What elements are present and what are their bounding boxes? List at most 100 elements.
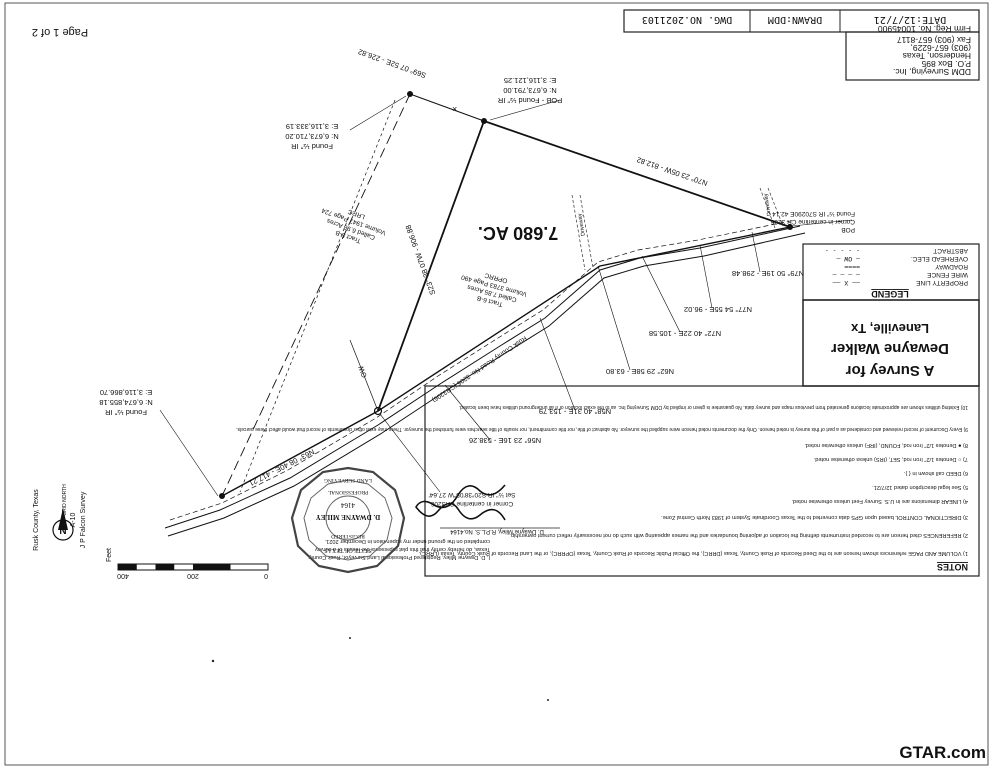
seal-text-4: 4164	[341, 501, 356, 509]
company-line-3: Henderson, Texas	[903, 51, 971, 61]
pob-right-2: Corner in centerline CR 3206	[770, 218, 855, 225]
page-border	[4, 2, 989, 766]
monument-set-corner	[373, 406, 383, 416]
legend-heading: LEGEND	[871, 289, 909, 299]
survey-county: Rusk County, Texas	[33, 489, 40, 551]
seal-text-1: STATE OF TEXAS	[324, 547, 371, 553]
acreage-label: 7.680 AC.	[478, 223, 558, 243]
seal-text-5: PROFESSIONAL	[327, 489, 368, 495]
note-5: 5) See legal description dated 12/7/21.	[872, 484, 968, 490]
scale-bar: 400 200 0 Feet	[106, 548, 269, 579]
found-upper-1: Found ½" IR	[290, 142, 332, 151]
seal-text-6: LAND SURVEYING	[324, 477, 372, 483]
abstract-line	[239, 99, 396, 493]
call-2: N70° 23 05W - 812.82	[636, 155, 709, 188]
title-line-3: Laneville, Tx	[850, 321, 929, 336]
road-edge-1	[164, 225, 801, 529]
call-9: N77° 54 55E - 96.02	[684, 305, 752, 314]
company-line-1: DDM Surveying, Inc.	[893, 67, 971, 77]
scale-tick-200: 200	[187, 572, 199, 579]
pob-upper-3: E: 3,116,121.25	[504, 76, 556, 85]
scale-tick-400: 400	[117, 572, 129, 579]
call-3: S23° 38 07W - 906.88	[404, 224, 438, 297]
note-6: 6) DEED call shown in { }.	[904, 470, 968, 476]
note-9: 9) Every Document of record reviewed and…	[236, 426, 968, 432]
seal-text-2: REGISTERED	[331, 533, 365, 539]
north-arrow: N GRID NORTH	[52, 484, 74, 541]
call-10: N79° 50 19E - 298.48	[732, 269, 804, 278]
call-1: S69° 07 52E - 226.82	[357, 47, 428, 80]
watermark: GTAR.com	[899, 743, 986, 762]
driveway-lines-2	[759, 187, 784, 229]
found-upper-3: E: 3,116,333.19	[286, 122, 338, 131]
found-lower-3: E: 3,116,866.70	[100, 388, 152, 397]
pob-right-3: Found ½" IR S70290E 42.14	[772, 210, 855, 218]
plat-labels: 7.680 AC. POB - Found ½" IR N: 6,673,791…	[99, 47, 855, 507]
notes-heading: NOTES	[937, 562, 968, 572]
title-line-2: Dewayne Walker	[831, 340, 949, 357]
found-lower-1: Found ½" IR	[104, 408, 146, 417]
overhead-label: OW	[358, 364, 369, 378]
call-5: N56° 23 16E - 538.26	[469, 436, 541, 445]
drawn-by: DRAWN:DDM	[768, 14, 822, 25]
notes-block: NOTES 1) VOLUME AND PAGE references show…	[236, 385, 980, 577]
monument-found-upper	[407, 91, 413, 97]
grid-north-label: GRID NORTH	[62, 484, 68, 516]
note-8: 8) ● Denotes 1/2" Iron rod, FOUND, (IRF)…	[804, 442, 968, 448]
dwg-number: DWG. NO.2021103	[642, 14, 732, 25]
scale-tick-0: 0	[264, 572, 268, 579]
adjoining-line-2	[221, 93, 411, 497]
note-3: 3) DIRECTIONAL CONTROL based upon GPS da…	[661, 514, 968, 520]
note-10: 10) Existing utilities shown are approxi…	[459, 404, 968, 410]
legend-label-abstract: ABSTRACT	[933, 247, 968, 254]
note-7: 7) ○ Denotes 1/2" Iron rod, SET, (IRS) u…	[813, 456, 968, 462]
title-line-1: A Survey for	[846, 362, 935, 379]
west-boundary	[377, 120, 485, 412]
call-6: N58° 40 31E - 153.79	[539, 407, 611, 416]
survey-info: J P Falcon Survey A-10 Rusk County, Texa…	[33, 489, 87, 551]
legend-label-overhead: OVERHEAD ELEC.	[911, 255, 968, 262]
driveway-label-2: Driveway	[763, 193, 773, 217]
scale-unit: Feet	[106, 548, 113, 562]
note-2: 2) REFERENCES cited hereon are to record…	[509, 532, 968, 538]
road-edge-2	[167, 232, 806, 537]
surveyor-signature	[415, 484, 506, 521]
pob-upper-1: POB - Found ½" IR	[497, 96, 562, 105]
company-block: DDM Surveying, Inc. P.O. Box 895 Henders…	[845, 24, 980, 81]
legend-label-roadway: ROADWAY	[934, 263, 968, 270]
call-8: N72° 40 22E - 105.58	[649, 329, 721, 338]
cert-line-2: Texas, do hereby certify that this plat …	[315, 546, 490, 552]
found-upper-2: N: 6,673,710.20	[285, 132, 338, 141]
company-line-4: (903) 657-6229,	[911, 43, 972, 53]
seal-text-3: D. DWAYNE MILEY	[316, 513, 381, 521]
north-letter: N	[59, 526, 66, 537]
company-line-5: Fax (903) 657-8117	[897, 35, 971, 45]
title-block: A Survey for Dewayne Walker Laneville, T…	[802, 299, 980, 387]
fence-x-mark: ×	[452, 104, 457, 114]
legend-sym-fence: — — — —	[833, 271, 860, 279]
corner-lower-1: Corner in centerline CR3206	[430, 500, 513, 507]
driveway-label-1: Driveway	[577, 213, 587, 237]
pob-right-1: POB	[841, 226, 855, 233]
overhead-line	[349, 339, 379, 412]
legend-sym-roadway: ====	[844, 263, 860, 271]
found-lower-2: N: 6,674,855.18	[99, 398, 152, 407]
cert-line-1: I, D. Dwayne Miley, Registered Professio…	[307, 554, 490, 560]
adjoining-line-1	[409, 93, 485, 122]
driveway-lines-1	[571, 194, 594, 271]
monument-found-lower	[219, 493, 225, 499]
monument-pob-road	[787, 224, 793, 230]
drawing-date: DATE:12/7/21	[874, 14, 946, 25]
company-line-2: P.O. Box 895	[921, 59, 971, 69]
monument-pob	[481, 118, 487, 124]
plat-lines: ×	[164, 91, 806, 537]
call-7: N62° 29 58E - 63.80	[606, 367, 674, 376]
pob-upper-2: N: 6,673,791.00	[503, 86, 556, 95]
legend-label-property: PROPERTY LINE	[916, 279, 968, 286]
legend-block: LEGEND PROPERTY LINE WIRE FENCE ROADWAY …	[802, 243, 980, 301]
survey-name: J P Falcon Survey	[80, 491, 87, 548]
page-label: Page 1 of 2	[32, 26, 88, 38]
legend-label-fence: WIRE FENCE	[927, 271, 968, 278]
